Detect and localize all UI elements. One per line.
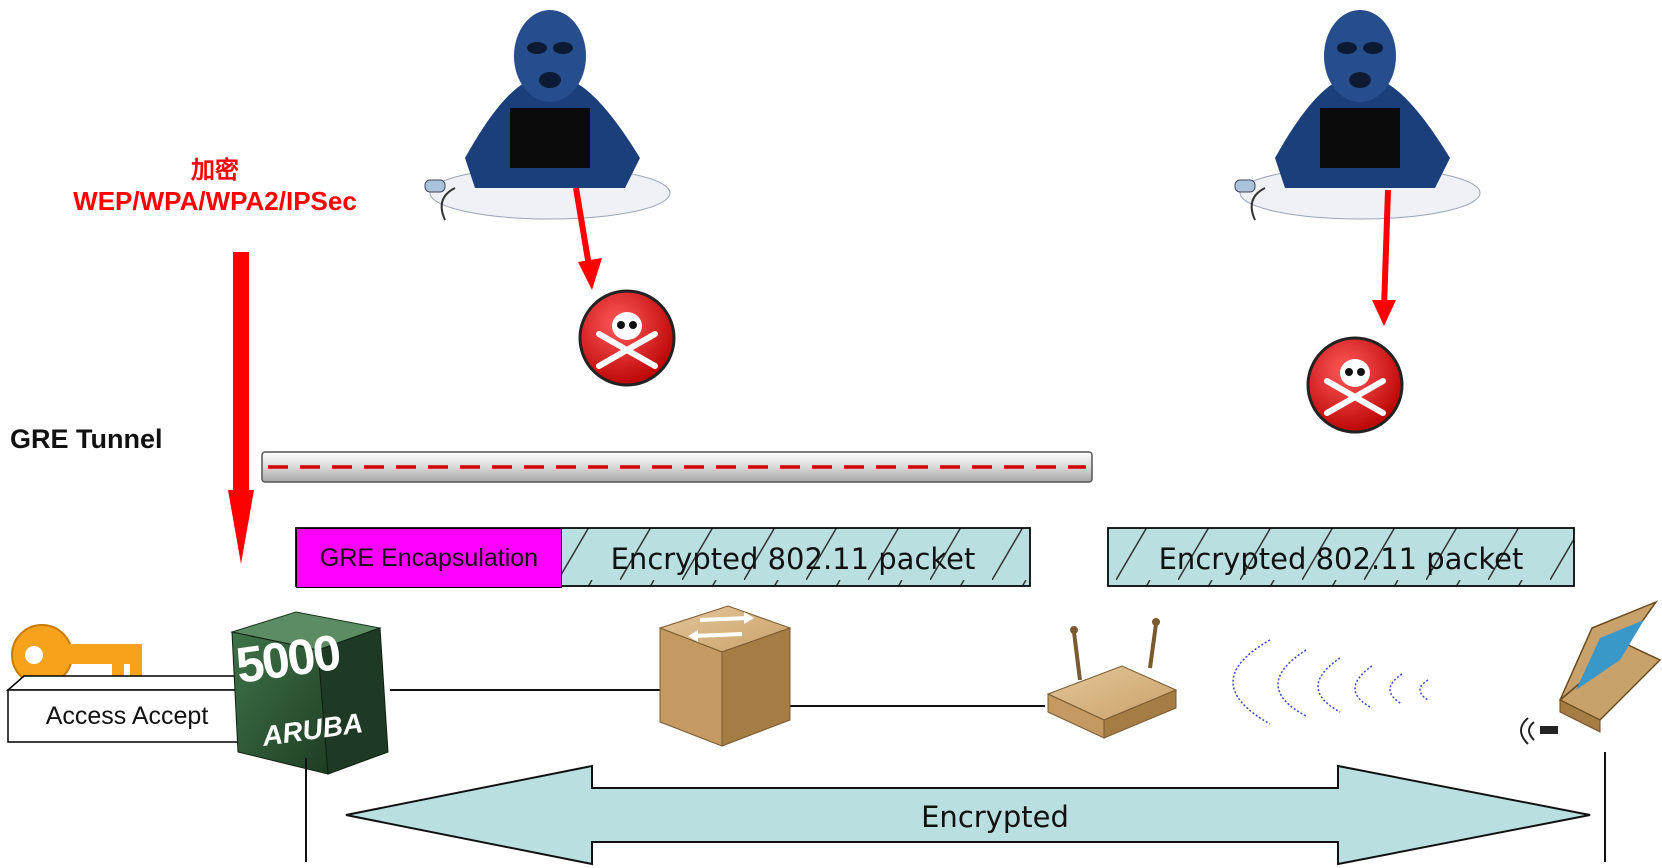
skull-crossbones-icon — [578, 289, 676, 387]
wireless-packet-label: Encrypted 802.11 packet — [1158, 542, 1524, 576]
wireless-signal-icon — [1232, 639, 1429, 725]
skull-crossbones-icon — [1306, 336, 1404, 434]
gre-encapsulation-label: GRE Encapsulation — [296, 528, 562, 588]
key-icon — [11, 624, 142, 686]
gre-tunnel — [261, 451, 1093, 483]
encrypted-path-label: Encrypted — [921, 800, 1069, 834]
access-point-icon — [1046, 618, 1178, 739]
switch-icon — [658, 605, 792, 747]
packet-wireless — [1107, 527, 1575, 587]
laptop-icon — [1520, 600, 1662, 745]
hacker-icon — [1234, 10, 1481, 221]
attack-arrow — [573, 187, 602, 290]
aruba-controller — [230, 611, 389, 775]
attack-arrow — [1372, 189, 1396, 326]
gre-tunnel-label: GRE Tunnel — [10, 424, 163, 454]
encryption-arrow — [228, 252, 254, 564]
encryption-title: 加密 — [191, 155, 239, 184]
wired-packet-label: Encrypted 802.11 packet — [610, 542, 976, 576]
access-accept-label: Access Accept — [45, 702, 209, 730]
encryption-protocols: WEP/WPA/WPA2/IPSec — [73, 186, 357, 216]
hacker-icon — [424, 10, 671, 221]
encrypted-path-arrow — [345, 764, 1591, 866]
